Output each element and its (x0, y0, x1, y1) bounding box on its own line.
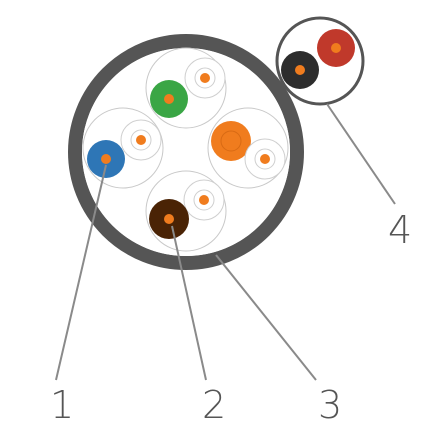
callout-3: 3 (318, 383, 342, 427)
callout-labels: 1 2 3 4 (50, 208, 412, 427)
main-cable (68, 34, 304, 270)
leader-line-1 (55, 164, 107, 381)
wire-black-core (295, 65, 305, 75)
leader-line-4 (326, 103, 396, 205)
callout-4: 4 (388, 208, 412, 252)
twisted-pair-green (145, 47, 227, 129)
wire-white-core (199, 195, 209, 205)
wire-white-core (260, 154, 270, 164)
wire-blue-core (101, 154, 111, 164)
wire-red-core (331, 43, 341, 53)
leader-line-3 (215, 254, 317, 381)
wire-white-core (200, 73, 210, 83)
wire-orange-core (226, 136, 236, 146)
leader-line-2 (171, 225, 207, 381)
auxiliary-cable (275, 16, 365, 106)
twisted-pair-orange (207, 107, 289, 189)
callout-1: 1 (50, 383, 74, 427)
wire-white-core (136, 135, 146, 145)
cable-inner-fill (82, 48, 290, 256)
callout-2: 2 (202, 383, 226, 427)
twisted-pair-brown (145, 170, 227, 252)
twisted-pair-blue (82, 107, 164, 189)
wire-brown-core (164, 214, 174, 224)
wire-orange-inner (220, 130, 242, 152)
leader-lines (55, 103, 396, 381)
wire-green-core (164, 94, 174, 104)
cable-jacket (68, 34, 304, 270)
